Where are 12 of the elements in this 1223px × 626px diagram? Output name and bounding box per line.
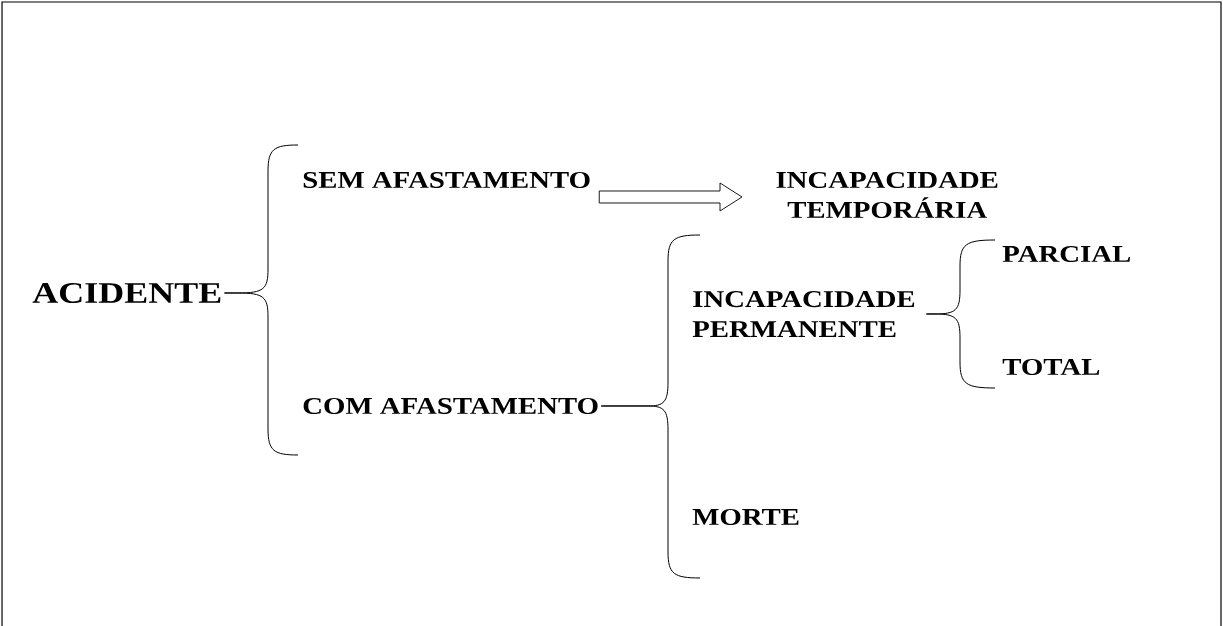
brace [600,405,701,579]
brace [925,313,996,389]
block-arrow [598,182,743,212]
node-label: INCAPACIDADE PERMANENTE [692,291,915,337]
node-label: INCAPACIDADE TEMPORÁRIA [776,171,998,219]
brace [223,292,299,456]
node-label: SEM AFASTAMENTO [303,171,590,189]
node-label: ACIDENTE [32,282,221,304]
node-label: TOTAL [1002,358,1100,376]
node-label: PARCIAL [1002,245,1131,263]
node-label: COM AFASTAMENTO [303,397,598,415]
node-label: MORTE [692,508,799,526]
